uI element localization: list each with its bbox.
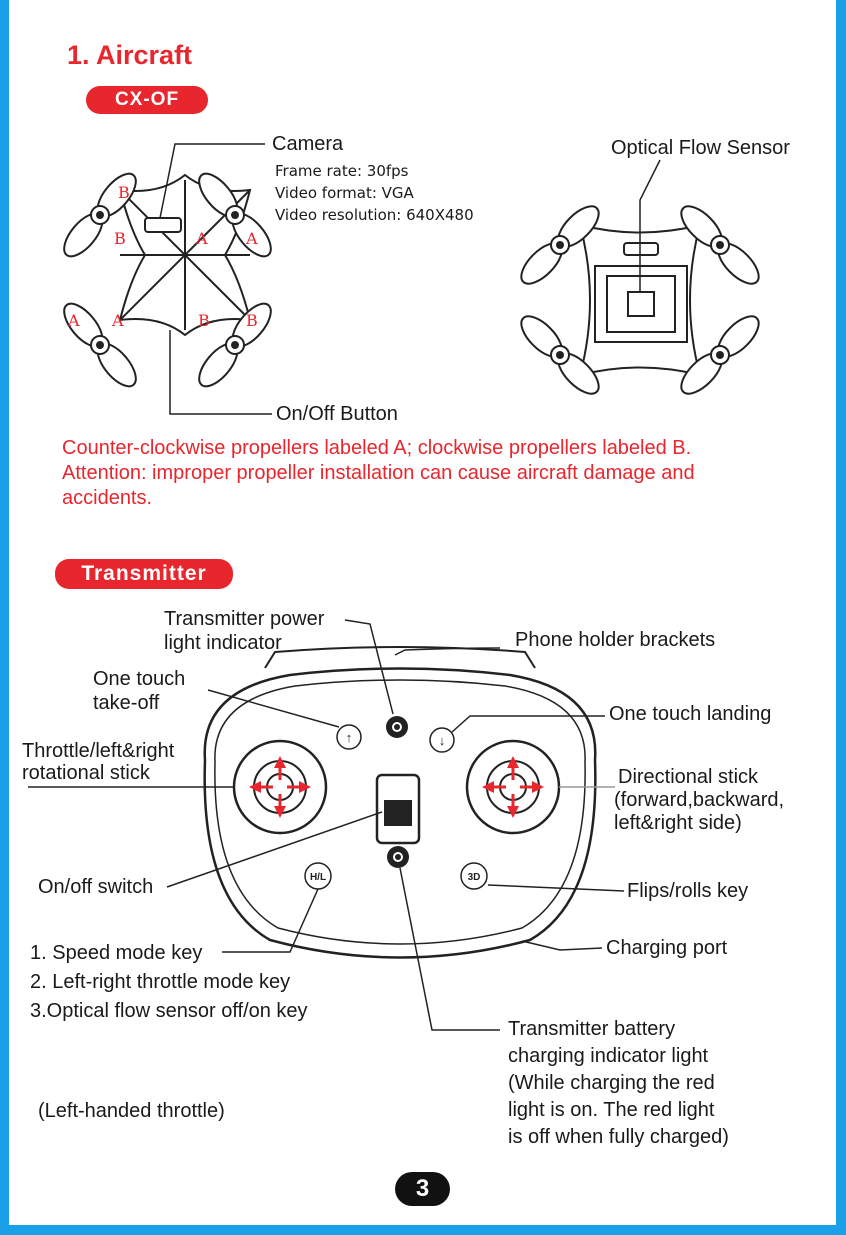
optical-flow-key-label: 3.Optical flow sensor off/on key: [30, 1000, 308, 1022]
battery-light-label-line3: (While charging the red: [508, 1072, 715, 1094]
aircraft-top-view: [56, 143, 279, 415]
onoff-button-label: On/Off Button: [276, 403, 398, 425]
flips-key-label: Flips/rolls key: [627, 880, 749, 902]
takeoff-label-line2: take-off: [93, 692, 160, 714]
camera-label: Camera: [272, 133, 344, 155]
throttle-stick-label-line2: rotational stick: [22, 762, 150, 784]
page-number: 3: [395, 1172, 450, 1206]
flips-button[interactable]: [460, 862, 488, 890]
prop-letter: A: [111, 311, 124, 330]
prop-letter: A: [245, 229, 258, 248]
up-arrow-icon: ↑: [346, 730, 353, 745]
phone-holder-brackets: [264, 646, 536, 669]
speed-mode-key-label: 1. Speed mode key: [30, 942, 203, 964]
directional-stick-label-line2: (forward,backward,: [614, 789, 785, 811]
prop-letter: B: [118, 183, 130, 202]
prop-letter: B: [114, 229, 126, 248]
battery-light-label-line2: charging indicator light: [508, 1045, 709, 1067]
warning-line-3: accidents.: [62, 487, 153, 509]
propeller-letters: B B A A A A B B: [67, 183, 258, 330]
landing-label: One touch landing: [609, 703, 772, 725]
prop-letter: B: [198, 311, 210, 330]
prop-letter: A: [195, 229, 208, 248]
power-light-label-line2: light indicator: [164, 632, 282, 654]
3d-button-label: 3D: [468, 872, 481, 883]
warning-line-2: Attention: improper propeller installati…: [62, 462, 695, 484]
aircraft-bottom-view: [513, 159, 767, 402]
warning-line-1: Counter-clockwise propellers labeled A; …: [62, 437, 692, 459]
takeoff-label-line1: One touch: [93, 668, 186, 690]
directional-stick-label-line3: left&right side): [614, 812, 742, 834]
takeoff-button[interactable]: [336, 724, 362, 750]
camera-module: [144, 217, 182, 233]
propeller-warning: Counter-clockwise propellers labeled A; …: [62, 436, 822, 511]
camera-spec-frame-rate: Frame rate: 30fps: [275, 162, 409, 180]
left-handed-label: (Left-handed throttle): [38, 1100, 225, 1122]
prop-letter: A: [67, 311, 80, 330]
power-light-label-line1: Transmitter power: [164, 608, 325, 630]
directional-stick-arrows: [482, 756, 544, 818]
model-badge: CX-OF: [86, 86, 208, 114]
landing-button[interactable]: [429, 727, 455, 753]
throttle-stick-arrows: [249, 756, 311, 818]
transmitter-diagram: ↑ ↓ H/L 3D: [28, 619, 625, 1031]
prop-letter: B: [246, 311, 258, 330]
throttle-stick-label-line1: Throttle/left&right: [22, 740, 175, 762]
onoff-switch-label: On/off switch: [38, 876, 154, 898]
transmitter-badge: Transmitter: [55, 559, 233, 589]
page-border-bottom: [0, 1225, 846, 1235]
optical-flow-sensor-label: Optical Flow Sensor: [611, 137, 790, 159]
throttle-mode-key-label: 2. Left-right throttle mode key: [30, 971, 291, 993]
directional-stick-label-line1: Directional stick: [618, 766, 759, 788]
hl-button-label: H/L: [310, 872, 326, 883]
page-border-left: [0, 0, 9, 1235]
optical-flow-sensor: [627, 291, 655, 317]
battery-light-label-line5: is off when fully charged): [508, 1126, 729, 1148]
battery-light-label-line1: Transmitter battery: [508, 1018, 676, 1040]
page-border-right: [836, 0, 846, 1235]
phone-holder-label: Phone holder brackets: [515, 629, 716, 651]
section-title: 1. Aircraft: [67, 40, 193, 70]
camera-spec-resolution: Video resolution: 640X480: [275, 206, 474, 224]
charging-port-label: Charging port: [606, 937, 728, 959]
down-arrow-icon: ↓: [439, 733, 446, 748]
camera-spec-format: Video format: VGA: [275, 184, 414, 202]
battery-light-label-line4: light is on. The red light: [508, 1099, 715, 1121]
